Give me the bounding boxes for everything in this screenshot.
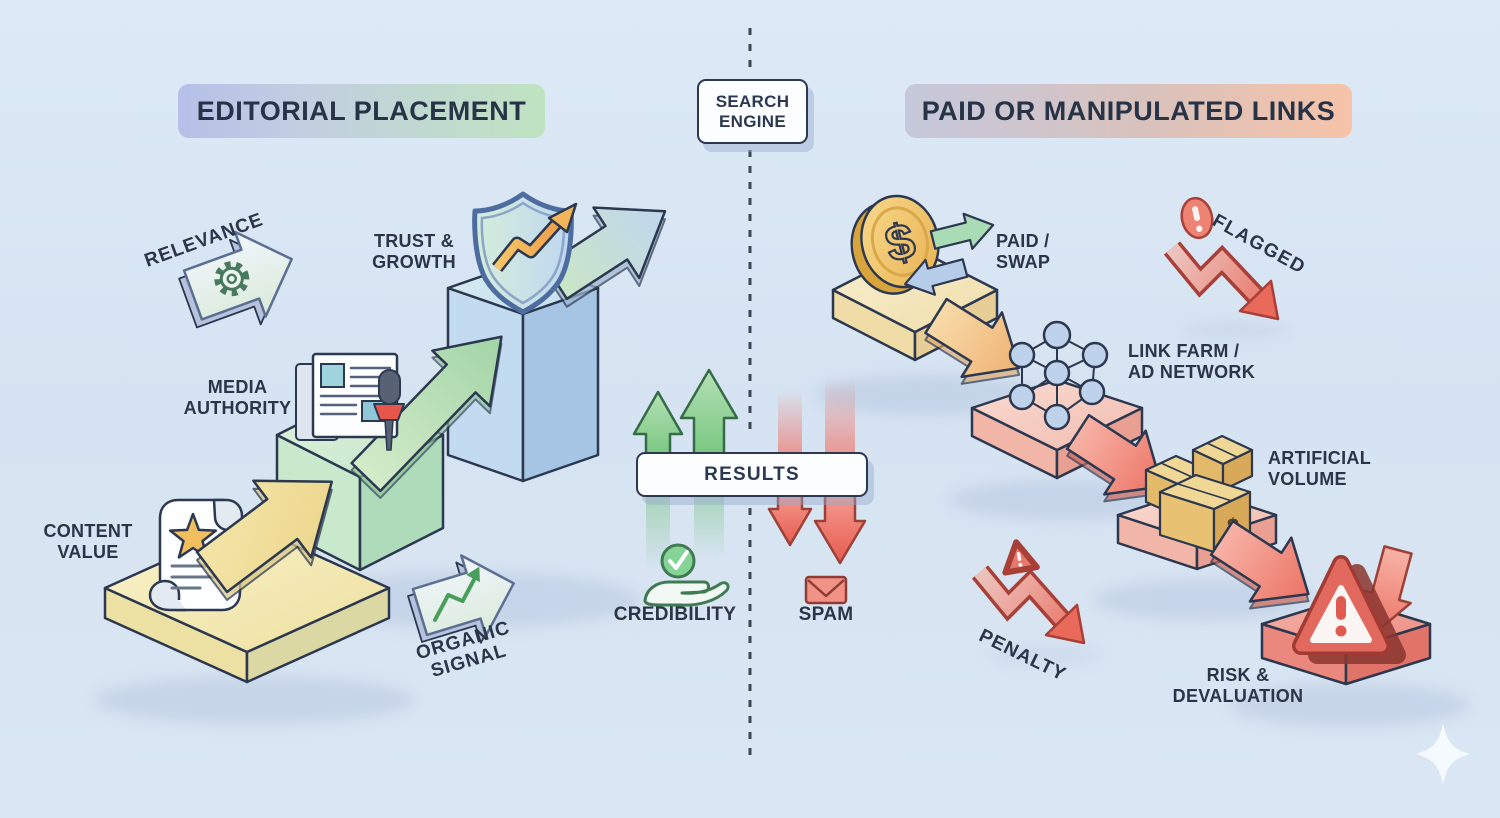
shield-growth-icon [472, 191, 578, 315]
credibility-icon [643, 543, 730, 607]
header-left-label: EDITORIAL PLACEMENT [196, 95, 527, 126]
link-network-icon [1008, 320, 1109, 431]
step-arrow-1 [195, 479, 334, 601]
link-farm-label: LINK FARM / AD NETWORK [1128, 341, 1255, 382]
results-label: RESULTS [704, 463, 800, 485]
credibility-label: CREDIBILITY [613, 604, 737, 625]
warning-triangle-icon [1292, 555, 1406, 664]
results-box: RESULTS [636, 452, 868, 497]
header-editorial-placement: EDITORIAL PLACEMENT [178, 84, 545, 138]
organic-signal-chip [407, 554, 515, 644]
step-arrow-2 [350, 335, 503, 499]
ranking-up-arrows [632, 368, 739, 464]
connector-arrow-3 [1209, 519, 1310, 610]
spam-envelope-icon [804, 575, 848, 605]
penalty-warning-badge [1002, 539, 1040, 576]
search-engine-box: SEARCH ENGINE [697, 79, 808, 144]
sparkle-icon [1416, 723, 1470, 785]
flagged-exclamation-badge [1180, 196, 1214, 240]
swap-arrows-icon [904, 212, 995, 296]
gear-icon [214, 261, 250, 297]
coin-icon: $ [850, 194, 940, 295]
media-authority-label: MEDIA AUTHORITY [183, 377, 292, 418]
microphone-icon [373, 369, 405, 451]
exit-growth-arrow [543, 206, 667, 308]
paid-swap-label: PAID / SWAP [996, 231, 1051, 272]
spam-label: SPAM [798, 604, 854, 625]
ranking-down-arrows [767, 485, 867, 565]
artificial-volume-label: ARTIFICIAL VOLUME [1268, 448, 1371, 489]
content-value-label: CONTENT VALUE [43, 521, 133, 562]
penalty-indicator [971, 539, 1086, 645]
relevance-arrow-chip [178, 230, 293, 329]
risk-devaluation-label: RISK & DEVALUATION [1172, 665, 1304, 706]
star-icon [168, 512, 218, 559]
trend-arrow-icon [432, 566, 480, 622]
flagged-indicator [1163, 196, 1280, 321]
trust-growth-label: TRUST & GROWTH [372, 231, 456, 272]
header-right-label: PAID OR MANIPULATED LINKS [921, 95, 1336, 126]
connector-arrow-2 [1065, 413, 1164, 503]
header-paid-links: PAID OR MANIPULATED LINKS [905, 84, 1352, 138]
search-engine-label: SEARCH ENGINE [715, 91, 790, 131]
connector-arrow-1 [924, 297, 1021, 385]
